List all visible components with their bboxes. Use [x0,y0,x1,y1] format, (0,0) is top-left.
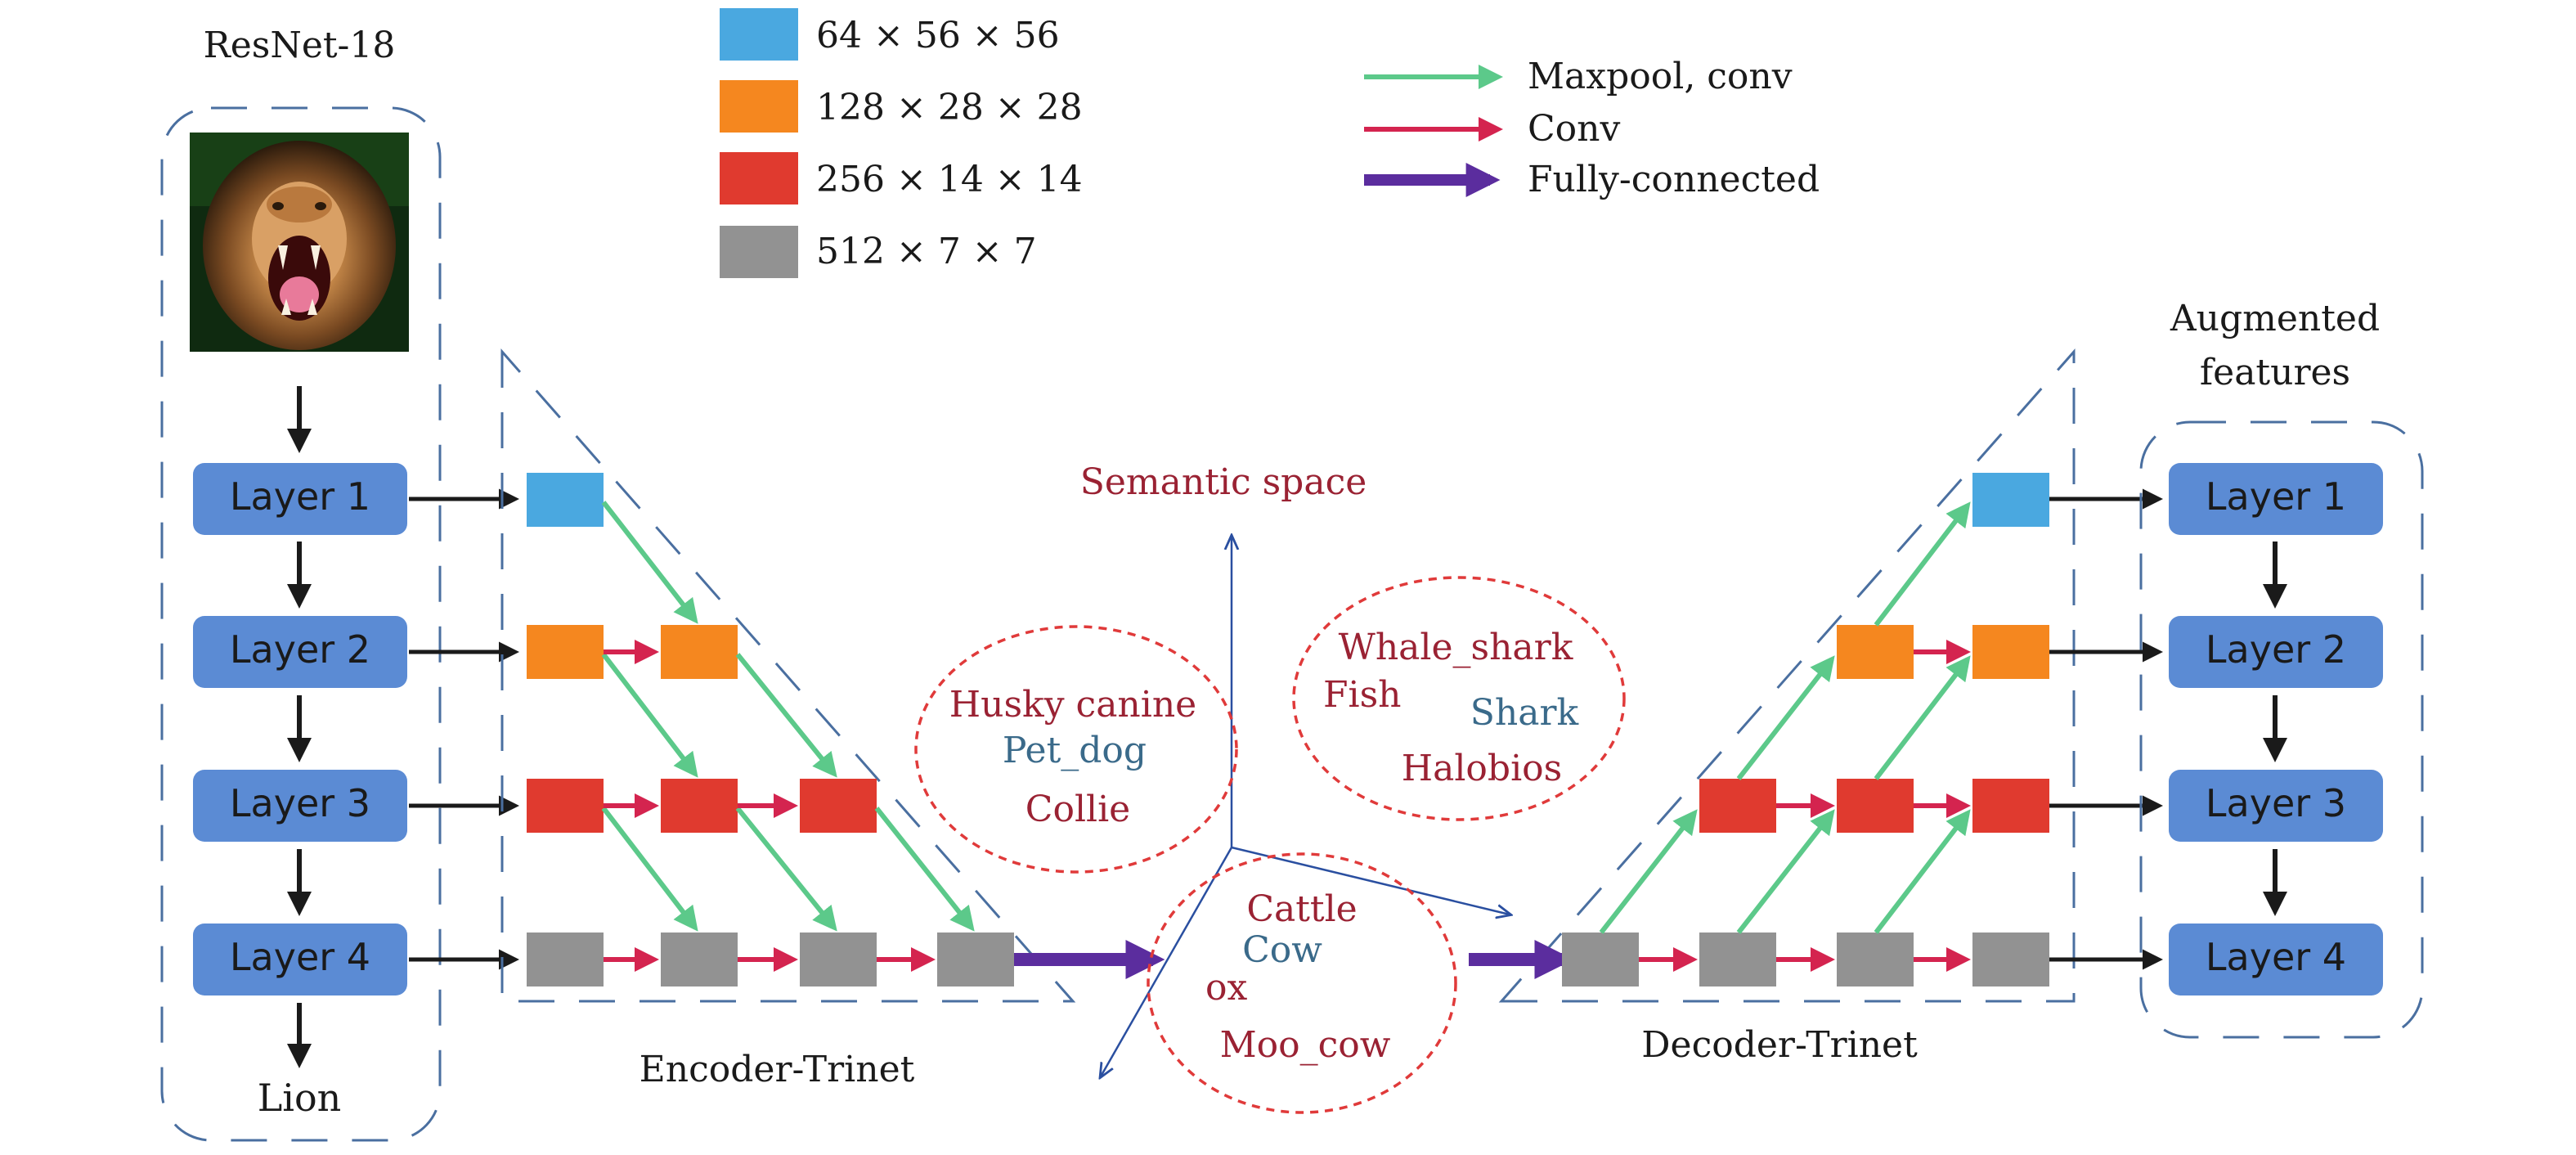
output-label: Lion [258,1076,342,1120]
cluster-shark-item-1: Whale_shark [1339,627,1573,668]
size-legend-swatch-4 [720,226,798,278]
size-legend-swatch-3 [720,152,798,204]
cluster-cow-item-1: Cattle [1246,888,1357,930]
right-layer-3: Layer 3 [2169,770,2383,842]
left-to-encoder-arrows [409,488,519,970]
left-layer-2-label: Layer 2 [230,627,370,672]
resnet-dashed-border [160,106,442,1142]
left-layer-4: Layer 4 [193,924,407,995]
encoder-green-arrows [601,501,975,932]
cluster-cow-item-2: Cow [1242,929,1322,971]
enc-block-gray-3 [800,933,877,986]
augmented-title-1: Augmented [2170,298,2380,339]
dec-block-gray-2 [1699,933,1776,986]
augmented-dashed-border [2139,420,2424,1039]
right-layer-1: Layer 1 [2169,463,2383,535]
enc-block-red-1 [527,779,604,833]
encoder-red-arrows [604,640,936,972]
enc-block-red-2 [661,779,738,833]
right-layer-2-label: Layer 2 [2206,627,2346,672]
enc-block-orange-2 [661,625,738,679]
decoder-to-right-arrows [2049,488,2163,970]
left-layer-4-label: Layer 4 [230,935,370,979]
encoder-label: Encoder-Trinet [640,1049,915,1090]
decoder-red-arrows [1639,640,1971,972]
augmented-title-2: features [2200,352,2350,393]
decoder-green-arrows [1599,501,1971,934]
dec-block-gray-3 [1837,933,1914,986]
enc-block-red-3 [800,779,877,833]
arrow-legend: Maxpool, conv Conv Fully-connected [1364,56,1820,200]
decoder-dashed-border [1498,348,2076,1003]
cluster-cow [1147,852,1457,1114]
enc-block-orange-1 [527,625,604,679]
decoder-label: Decoder-Trinet [1641,1024,1918,1066]
cluster-cow-item-4: Moo_cow [1220,1024,1391,1066]
size-legend-label-1: 64 × 56 × 56 [816,15,1060,56]
dec-block-red-1 [1699,779,1776,833]
right-layer-3-label: Layer 3 [2206,781,2346,825]
right-layer-4: Layer 4 [2169,924,2383,995]
dec-block-blue-1 [1972,473,2049,527]
resnet-title: ResNet-18 [204,25,396,66]
dec-block-red-2 [1837,779,1914,833]
left-layer-3: Layer 3 [193,770,407,842]
size-legend-label-3: 256 × 14 × 14 [816,159,1083,200]
encoder-dashed-border [500,348,1076,1003]
cluster-dog-item-1: Husky canine [949,684,1196,726]
dec-block-orange-1 [1837,625,1914,679]
enc-block-gray-1 [527,933,604,986]
arrow-legend-conv-label: Conv [1528,108,1620,150]
semantic-space-label: Semantic space [1080,461,1367,503]
arrow-legend-maxpool-label: Maxpool, conv [1528,56,1793,97]
cluster-shark-item-4: Halobios [1402,748,1562,789]
cluster-shark [1292,576,1626,821]
left-layer-1-label: Layer 1 [230,474,370,519]
left-layer-3-label: Layer 3 [230,781,370,825]
size-legend-label-4: 512 × 7 × 7 [816,231,1037,272]
size-legend-swatch-2 [720,80,798,133]
arrow-legend-fc-label: Fully-connected [1528,159,1820,200]
cluster-dog [914,625,1238,874]
right-layer-4-label: Layer 4 [2206,935,2346,979]
size-legend: 64 × 56 × 56 128 × 28 × 28 256 × 14 × 14… [720,8,1083,278]
right-layer-2: Layer 2 [2169,616,2383,688]
dec-block-gray-1 [1562,933,1639,986]
right-layer-1-label: Layer 1 [2206,474,2346,519]
cluster-dog-item-3: Collie [1025,789,1130,830]
enc-block-blue-1 [527,473,604,527]
cluster-shark-item-3: Shark [1470,692,1579,734]
left-layer-1: Layer 1 [193,463,407,535]
enc-block-gray-2 [661,933,738,986]
dec-block-red-3 [1972,779,2049,833]
cluster-shark-item-2: Fish [1323,674,1402,716]
semantic-axes [1101,537,1510,1076]
cluster-cow-item-3: ox [1205,967,1247,1009]
cluster-dog-item-2: Pet_dog [1003,730,1147,771]
dec-block-orange-2 [1972,625,2049,679]
dec-block-gray-4 [1972,933,2049,986]
size-legend-swatch-1 [720,8,798,61]
lion-image [190,133,409,352]
left-layer-2: Layer 2 [193,616,407,688]
size-legend-label-2: 128 × 28 × 28 [816,87,1083,128]
enc-block-gray-4 [937,933,1014,986]
